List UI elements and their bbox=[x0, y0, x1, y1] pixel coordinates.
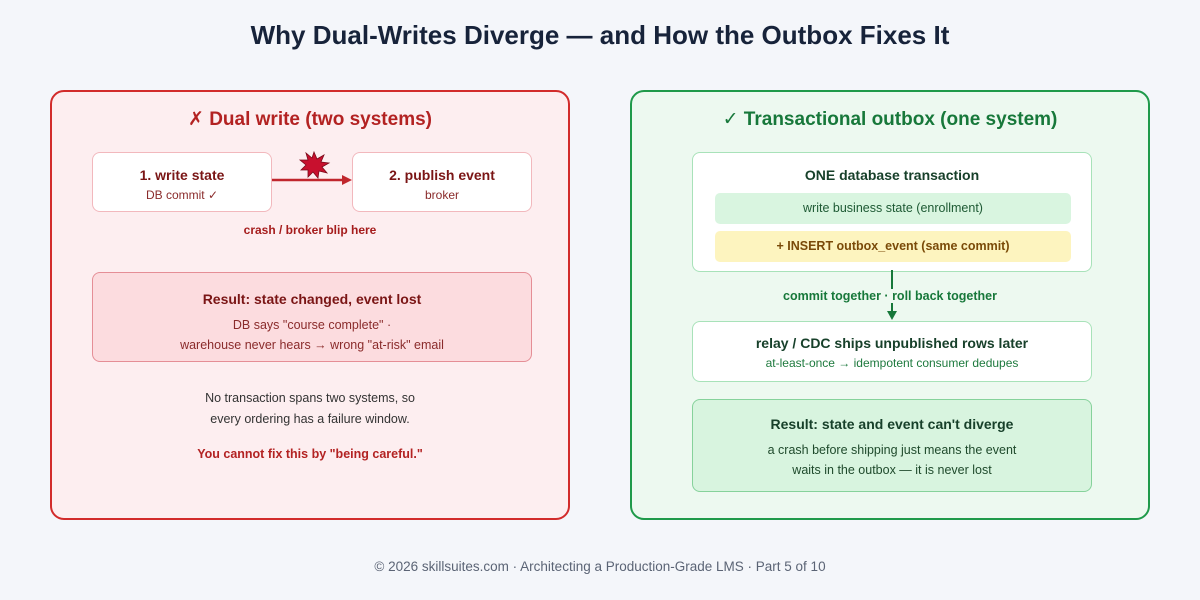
dual-write-panel-title: ✗ Dual write (two systems) bbox=[188, 109, 432, 130]
write-state-subtitle: DB commit ✓ bbox=[145, 188, 219, 202]
insert-outbox-row: + INSERT outbox_event (same commit) bbox=[715, 231, 1071, 262]
dual-write-result-line2: warehouse never hears → wrong "at-risk" … bbox=[180, 338, 444, 352]
dual-write-note-line1: No transaction spans two systems, so bbox=[205, 391, 415, 405]
write-business-state-row: write business state (enrollment) bbox=[715, 193, 1071, 224]
commit-label: commit together · roll back together bbox=[632, 289, 1148, 303]
dual-write-panel: ✗ Dual write (two systems) 1. write stat… bbox=[50, 90, 570, 520]
footer: © 2026 skillsuites.com · Architecting a … bbox=[374, 559, 826, 574]
dual-write-result-line1: DB says "course complete" · bbox=[232, 318, 392, 332]
dual-write-note: No transaction spans two systems, so eve… bbox=[52, 388, 568, 430]
dual-write-result-title: Result: state changed, event lost bbox=[202, 291, 422, 307]
dual-write-warning: You cannot fix this by "being careful." bbox=[197, 447, 423, 461]
transaction-box: ONE database transaction write business … bbox=[692, 152, 1092, 272]
crash-burst-icon bbox=[298, 150, 331, 179]
relay-subtitle: at-least-once → idempotent consumer dedu… bbox=[765, 356, 1019, 370]
write-state-box: 1. write state DB commit ✓ bbox=[92, 152, 272, 212]
outbox-result-title: Result: state and event can't diverge bbox=[770, 416, 1014, 432]
publish-arrow bbox=[272, 150, 352, 185]
publish-event-box: 2. publish event broker bbox=[352, 152, 532, 212]
outbox-result-line2: waits in the outbox — it is never lost bbox=[792, 463, 992, 477]
publish-event-title: 2. publish event bbox=[389, 167, 495, 183]
outbox-result-box: Result: state and event can't diverge a … bbox=[692, 399, 1092, 492]
transaction-title: ONE database transaction bbox=[804, 167, 980, 183]
relay-box: relay / CDC ships unpublished rows later… bbox=[692, 321, 1092, 382]
dual-write-result-box: Result: state changed, event lost DB say… bbox=[92, 272, 532, 362]
commit-label-text: commit together · roll back together bbox=[781, 289, 999, 303]
dual-write-note-line2: every ordering has a failure window. bbox=[210, 412, 410, 426]
outbox-panel: ✓ Transactional outbox (one system) ONE … bbox=[630, 90, 1150, 520]
relay-title: relay / CDC ships unpublished rows later bbox=[755, 335, 1029, 351]
crash-label: crash / broker blip here bbox=[243, 223, 377, 237]
publish-event-subtitle: broker bbox=[424, 188, 459, 202]
outbox-result-line1: a crash before shipping just means the e… bbox=[767, 443, 1017, 457]
page-title: Why Dual-Writes Diverge — and How the Ou… bbox=[250, 20, 950, 50]
write-state-title: 1. write state bbox=[139, 167, 225, 183]
outbox-panel-title: ✓ Transactional outbox (one system) bbox=[722, 109, 1058, 130]
